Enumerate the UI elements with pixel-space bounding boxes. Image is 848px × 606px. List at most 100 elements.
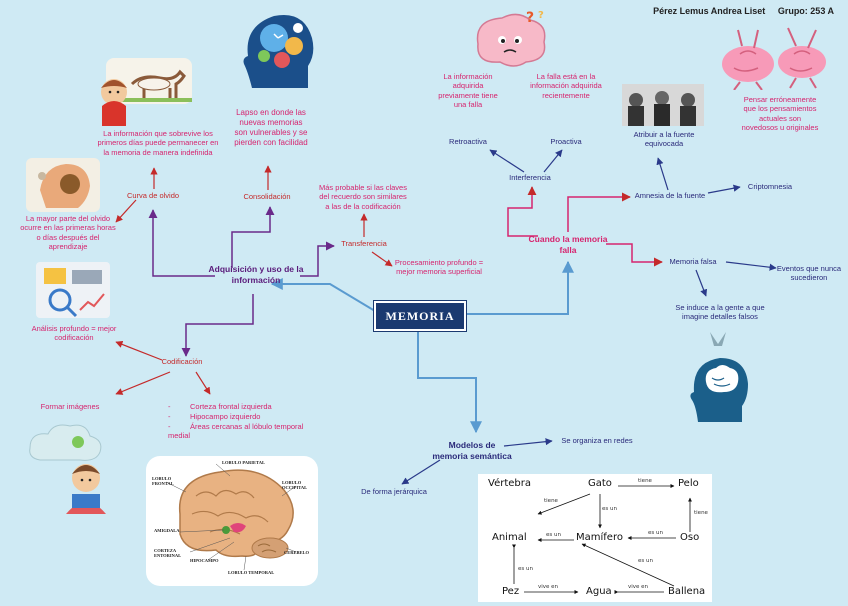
net-node-ballena: Ballena <box>668 586 706 597</box>
author-name: Pérez Lemus Andrea Liset <box>653 6 766 16</box>
node-interferencia: Interferencia <box>509 173 551 182</box>
boy-horse-illustration <box>101 58 192 126</box>
arrow-modelos-redes <box>503 438 553 447</box>
svg-text:?: ? <box>526 10 534 26</box>
cortex-item: Corteza frontal izquierda <box>168 402 308 412</box>
note-induce: Se induce a la gente a que imagine detal… <box>675 303 765 322</box>
note-eventos: Eventos que nunca sucedieron <box>776 264 842 283</box>
note-profundo: Procesamiento profundo = mejor memoria s… <box>394 258 484 277</box>
arrow-interf-pro <box>543 149 563 173</box>
net-edge-label: tiene <box>544 498 558 504</box>
brain-label-amigdala: AMIGDALA <box>154 528 180 533</box>
link-central-modelos <box>417 328 482 434</box>
head-brain-silhouette-illustration <box>690 332 748 422</box>
link-central-adquisicion <box>270 278 381 315</box>
node-criptomnesia: Criptomnesia <box>747 182 793 191</box>
net-edge-label: es un <box>518 566 533 572</box>
net-edge-label: vive en <box>628 584 649 590</box>
node-retroactiva: Retroactiva <box>449 137 487 146</box>
svg-text:?: ? <box>538 10 544 21</box>
arrow-curva-olvido <box>115 199 137 223</box>
analytics-illustration <box>36 262 110 318</box>
net-node-vertebra: Vértebra <box>488 478 531 489</box>
net-node-pelo: Pelo <box>678 478 699 489</box>
arrow-codif-imagenes <box>115 371 171 395</box>
net-edge-label: es un <box>648 530 663 536</box>
net-node-animal: Animal <box>492 532 527 543</box>
brain-label-cerebelo: CEREBELO <box>284 550 310 555</box>
net-node-pez: Pez <box>502 586 520 597</box>
node-curva: Curva de olvido <box>126 191 180 200</box>
note-pensar: Pensar erróneamente que los pensamientos… <box>741 95 819 133</box>
net-edge-label: es un <box>546 532 561 538</box>
node-consolidacion: Consolidación <box>243 192 291 201</box>
brain-label-occipital: LOBULO OCCIPITAL <box>282 480 308 490</box>
net-edge-label: es un <box>638 558 653 564</box>
node-jerarquica: De forma jerárquica <box>361 487 427 496</box>
brain-label-frontal: LOBULO FRONTAL <box>152 476 174 486</box>
central-node: MEMORIA <box>374 301 466 331</box>
brain-label-hipocampo: HIPOCAMPO <box>190 558 219 563</box>
brain-anatomy-illustration <box>165 463 297 571</box>
note-analisis: Análisis profundo = mejor codificación <box>31 324 117 343</box>
group-label: Grupo: 253 A <box>777 6 834 16</box>
node-falla: Cuando la memoria falla <box>528 234 608 255</box>
note-proactiva: La falla está en la información adquirid… <box>530 72 602 100</box>
arrow-transfer-profundo <box>371 251 393 267</box>
arrow-codif-analisis <box>115 341 163 361</box>
arrow-falsa-induce <box>695 269 708 297</box>
node-memoria-falsa: Memoria falsa <box>669 257 717 266</box>
note-imagenes: Formar imágenes <box>40 402 100 411</box>
arrow-interf-retro <box>489 149 525 173</box>
note-olvido: La mayor parte del olvido ocurre en las … <box>20 214 116 252</box>
link-falla-falsa <box>606 243 663 267</box>
link-adq-curva <box>148 209 215 277</box>
link-falla-interferencia <box>507 186 538 237</box>
thinking-brain-illustration: ? ? <box>476 10 546 67</box>
link-adq-codificacion <box>181 294 254 357</box>
author-header: Pérez Lemus Andrea Liset Grupo: 253 A <box>643 6 834 16</box>
net-edge-label: tiene <box>694 510 708 516</box>
cortex-item: Hipocampo izquierdo <box>168 412 308 422</box>
net-node-oso: Oso <box>680 532 700 543</box>
node-modelos: Modelos de memoria semántica <box>432 440 512 461</box>
note-fuente: Atribuir a la fuente equivocada <box>633 130 695 149</box>
boy-reading-illustration <box>29 424 106 514</box>
arrow-modelos-jerarquica <box>401 459 441 485</box>
net-node-mamifero: Mamífero <box>576 532 623 543</box>
arrow-codif-cortex <box>195 371 211 395</box>
net-edge-label: vive en <box>538 584 559 590</box>
node-proactiva: Proactiva <box>550 137 582 146</box>
link-adq-transferencia <box>300 241 335 277</box>
node-codificacion: Codificación <box>161 357 203 366</box>
arrow-falsa-eventos <box>725 261 777 271</box>
link-adq-consolidacion <box>231 206 275 268</box>
node-redes: Se organiza en redes <box>561 436 633 445</box>
head-icons-illustration <box>243 14 314 88</box>
note-transferencia: Más probable si las claves del recuerdo … <box>319 183 407 211</box>
arrow-amnesia-cripto <box>707 184 741 194</box>
net-node-gato: Gato <box>588 478 612 489</box>
net-edge-label: es un <box>602 506 617 512</box>
semantic-network-card: Vértebra Gato Pelo Animal Mamífero Oso P… <box>478 474 712 602</box>
brain-label-parietal: LOBULO PARIETAL <box>222 460 265 465</box>
head-profile-illustration <box>26 158 100 212</box>
net-node-agua: Agua <box>586 586 612 597</box>
note-lapso: Lapso en donde las nuevas memorias son v… <box>234 108 308 147</box>
brain-label-temporal: LOBULO TEMPORAL <box>228 570 275 575</box>
note-retroactiva: La información adquirida previamente tie… <box>438 72 498 110</box>
semantic-network-edges <box>512 484 692 594</box>
dancing-brains-illustration <box>722 27 826 90</box>
cortex-region-list: Corteza frontal izquierda Hipocampo izqu… <box>168 402 308 441</box>
arrow-amnesia-fuente <box>656 157 669 191</box>
note-curva-info: La información que sobrevive los primero… <box>97 129 219 157</box>
node-transferencia: Transferencia <box>341 239 387 248</box>
brain-anatomy-card: LOBULO PARIETAL LOBULO FRONTAL LOBULO OC… <box>146 456 318 586</box>
cortex-item: Áreas cercanas al lóbulo temporal medial <box>168 422 308 442</box>
link-falla-amnesia <box>567 192 631 232</box>
brain-label-entorinal: CORTEZA ENTORINAL <box>154 548 182 558</box>
link-central-falla <box>462 260 574 315</box>
node-adquisicion: Adquisición y uso de la información <box>208 264 304 285</box>
